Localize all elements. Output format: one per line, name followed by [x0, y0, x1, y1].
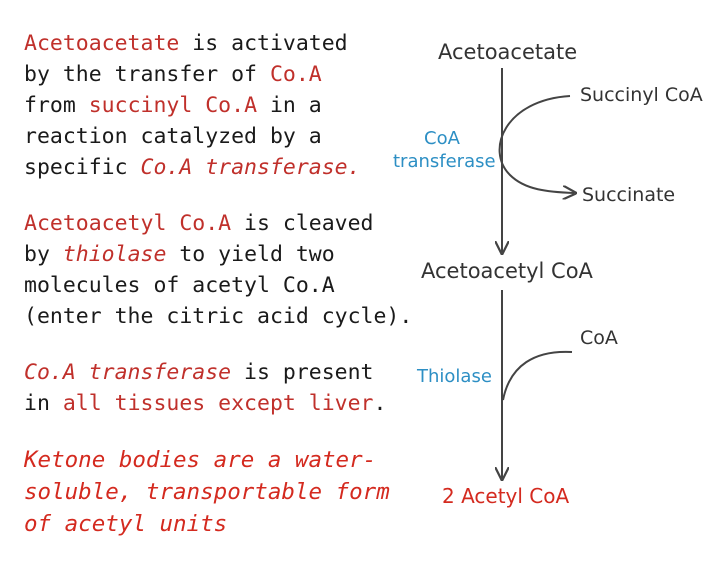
enzyme-transferase-label: transferase — [393, 151, 496, 172]
text-span: by the transfer of — [24, 62, 270, 87]
text-line: Co.A transferase is present — [24, 357, 394, 388]
explanation-text: Acetoacetate is activated by the transfe… — [24, 28, 413, 565]
text-line: specific Co.A transferase. — [24, 152, 394, 183]
text-line: soluble, transportable form — [24, 479, 390, 505]
text-span: in — [24, 391, 63, 416]
text-line: by thiolase to yield two — [24, 239, 394, 270]
enzyme-coa-label: CoA — [424, 128, 460, 149]
text-span: by — [24, 242, 63, 267]
text-span: is activated — [179, 31, 348, 56]
text-line: reaction catalyzed by a — [24, 124, 322, 149]
enzyme-thiolase: Thiolase — [417, 366, 492, 387]
text-line: by the transfer of Co.A — [24, 59, 394, 90]
text-span: . — [373, 391, 387, 416]
paragraph-activation: Acetoacetate is activated by the transfe… — [24, 28, 394, 183]
paragraph-ketone-bodies: Ketone bodies are a water- soluble, tran… — [24, 444, 394, 540]
text-line: of acetyl units — [24, 511, 228, 537]
metabolite-coa: CoA — [580, 327, 618, 349]
text-line: Ketone bodies are a water- — [24, 447, 377, 473]
term-coa: Co.A — [269, 62, 322, 87]
text-line: molecules of acetyl Co.A — [24, 273, 335, 298]
product-acetyl-coa: 2 Acetyl CoA — [442, 484, 570, 508]
text-line: Acetoacetyl Co.A is cleaved — [24, 208, 394, 239]
text-span: specific — [24, 155, 141, 180]
metabolite-acetoacetate: Acetoacetate — [438, 40, 578, 64]
term-acetoacetyl-coa: Acetoacetyl Co.A — [24, 211, 232, 236]
text-span: in a — [257, 93, 322, 118]
text-span: is cleaved — [231, 211, 374, 236]
text-line: (enter the citric acid cycle). — [24, 304, 413, 329]
coa-input-curve — [502, 350, 573, 401]
paragraph-tissues: Co.A transferase is present in all tissu… — [24, 357, 394, 419]
text-line: in all tissues except liver. — [24, 388, 394, 419]
metabolite-succinyl-coa: Succinyl CoA — [580, 84, 703, 106]
text-span: is present — [231, 360, 374, 385]
paragraph-cleavage: Acetoacetyl Co.A is cleaved by thiolase … — [24, 208, 413, 332]
pathway-arrows — [0, 68, 720, 540]
metabolite-succinate: Succinate — [582, 184, 676, 206]
term-acetoacetate: Acetoacetate — [24, 31, 180, 56]
text-span: to yield two — [166, 242, 335, 267]
text-span: from — [24, 93, 89, 118]
term-thiolase: thiolase — [62, 242, 167, 267]
term-succinyl-coa: succinyl Co.A — [88, 93, 258, 118]
term-all-tissues: all tissues except liver — [62, 391, 374, 416]
term-coa-transferase: Co.A transferase. — [140, 155, 361, 180]
term-coa-transferase: Co.A transferase — [24, 360, 232, 385]
metabolite-acetoacetyl-coa: Acetoacetyl CoA — [421, 259, 593, 283]
succinyl-coa-curve-arrow — [498, 95, 574, 193]
text-line: from succinyl Co.A in a — [24, 90, 394, 121]
text-line: Acetoacetate is activated — [24, 28, 394, 59]
